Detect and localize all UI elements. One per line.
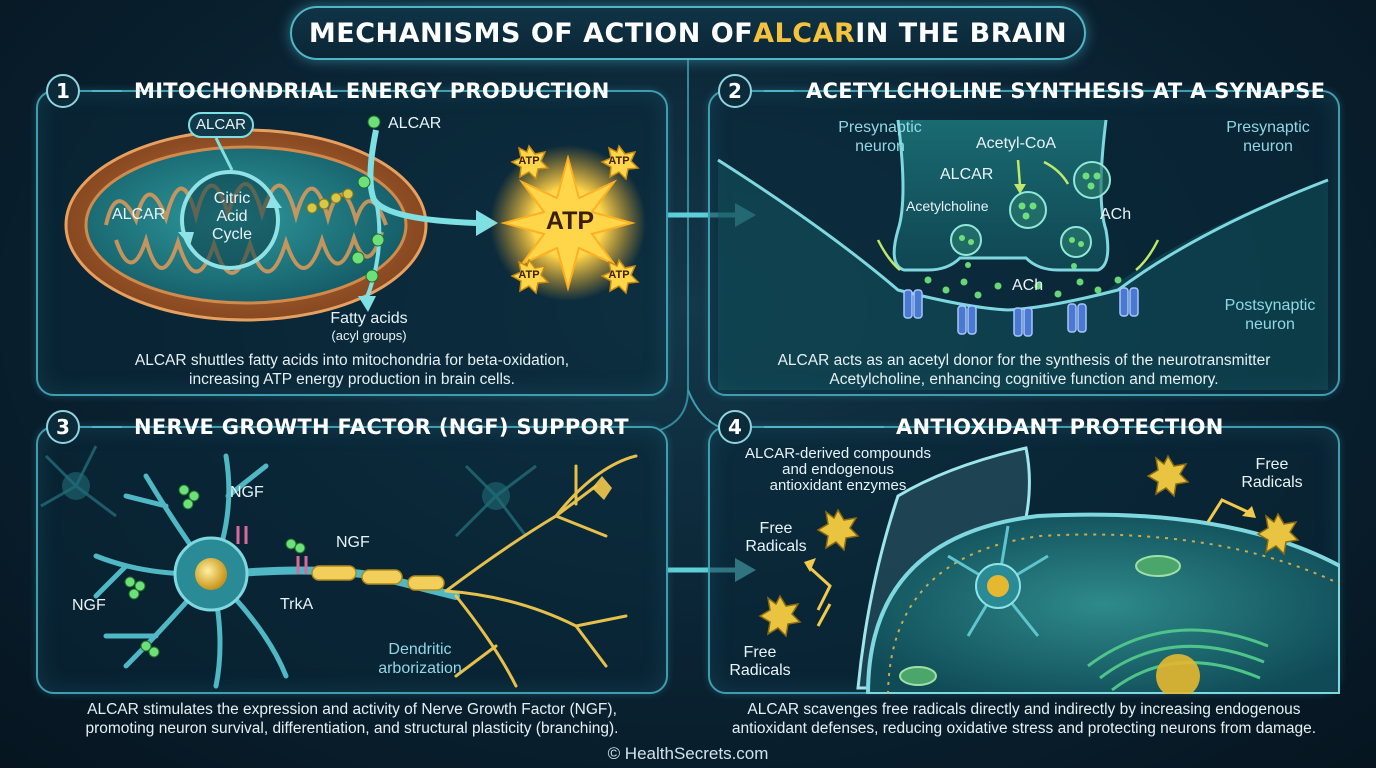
panel-title: NERVE GROWTH FACTOR (NGF) SUPPORT — [134, 415, 629, 439]
atp-small-label: ATP — [518, 269, 540, 281]
postsynaptic-label: Postsynaptic neuron — [1224, 297, 1316, 333]
alcar-synapse-label: ALCAR — [940, 166, 994, 183]
panel-1-header: 1 MITOCHONDRIAL ENERGY PRODUCTION — [46, 74, 610, 108]
free-radicals-left-label: Free Radicals — [745, 520, 807, 555]
alcar-top-label: ALCAR — [188, 112, 254, 138]
panel-3-caption: ALCAR stimulates the expression and acti… — [85, 701, 619, 737]
citric-acid-cycle-label: Citric Acid Cycle — [211, 190, 252, 243]
alcar-derived-compounds-label: ALCAR-derived compounds and endogenous a… — [745, 445, 931, 494]
atp-small-label: ATP — [608, 155, 630, 167]
ach-bottom-label: ACh — [1012, 277, 1044, 294]
mitochondria-illustration — [64, 115, 646, 322]
page-title: MECHANISMS OF ACTION OF ALCAR IN THE BRA… — [290, 6, 1086, 60]
panel-title: ANTIOXIDANT PROTECTION — [896, 415, 1224, 439]
atp-small-label: ATP — [518, 155, 540, 167]
ngf-mid-label: NGF — [336, 534, 370, 551]
panel-number: 3 — [46, 410, 80, 444]
panel-title: ACETYLCHOLINE SYNTHESIS AT A SYNAPSE — [806, 79, 1326, 103]
atp-small-label: ATP — [608, 269, 630, 281]
presynaptic-left-label: Presynaptic neuron — [838, 119, 922, 155]
ngf-left-label: NGF — [72, 597, 106, 614]
panel-2-header: 2 ACETYLCHOLINE SYNTHESIS AT A SYNAPSE — [718, 74, 1325, 108]
panel-2-caption: ALCAR acts as an acetyl donor for the sy… — [777, 352, 1271, 388]
trka-label: TrkA — [280, 596, 314, 613]
panel-number: 4 — [718, 410, 752, 444]
title-highlight: ALCAR — [753, 17, 856, 49]
acetyl-coa-label: Acetyl-CoA — [976, 135, 1057, 152]
panel-4-header: 4 ANTIOXIDANT PROTECTION — [718, 410, 1224, 444]
ngf-top-label: NGF — [230, 484, 264, 501]
dendritic-arborization-label: Dendritic arborization — [378, 641, 462, 677]
antioxidant-illustration — [758, 446, 1340, 694]
free-radicals-right-label: Free Radicals — [1241, 456, 1303, 491]
neuron-illustration — [40, 445, 638, 689]
synapse-illustration — [717, 119, 1329, 390]
presynaptic-right-label: Presynaptic neuron — [1226, 119, 1310, 155]
panel-title: MITOCHONDRIAL ENERGY PRODUCTION — [134, 79, 610, 103]
ach-right-label: ACh — [1100, 206, 1132, 223]
acetylcholine-label: Acetylcholine — [906, 198, 989, 214]
atp-main-label: ATP — [545, 207, 595, 235]
copyright-footer: © HealthSecrets.com — [607, 744, 769, 763]
panel-4-caption: ALCAR scavenges free radicals directly a… — [731, 701, 1317, 737]
panel-1-caption: ALCAR shuttles fatty acids into mitochon… — [134, 352, 570, 388]
free-radicals-bottom-label: Free Radicals — [729, 644, 791, 679]
alcar-top-right-label: ALCAR — [388, 115, 442, 132]
panel-3-header: 3 NERVE GROWTH FACTOR (NGF) SUPPORT — [46, 410, 629, 444]
panel-number: 2 — [718, 74, 752, 108]
alcar-left-label: ALCAR — [112, 206, 166, 223]
fatty-acids-label: Fatty acids (acyl groups) — [330, 310, 408, 343]
panel-number: 1 — [46, 74, 80, 108]
